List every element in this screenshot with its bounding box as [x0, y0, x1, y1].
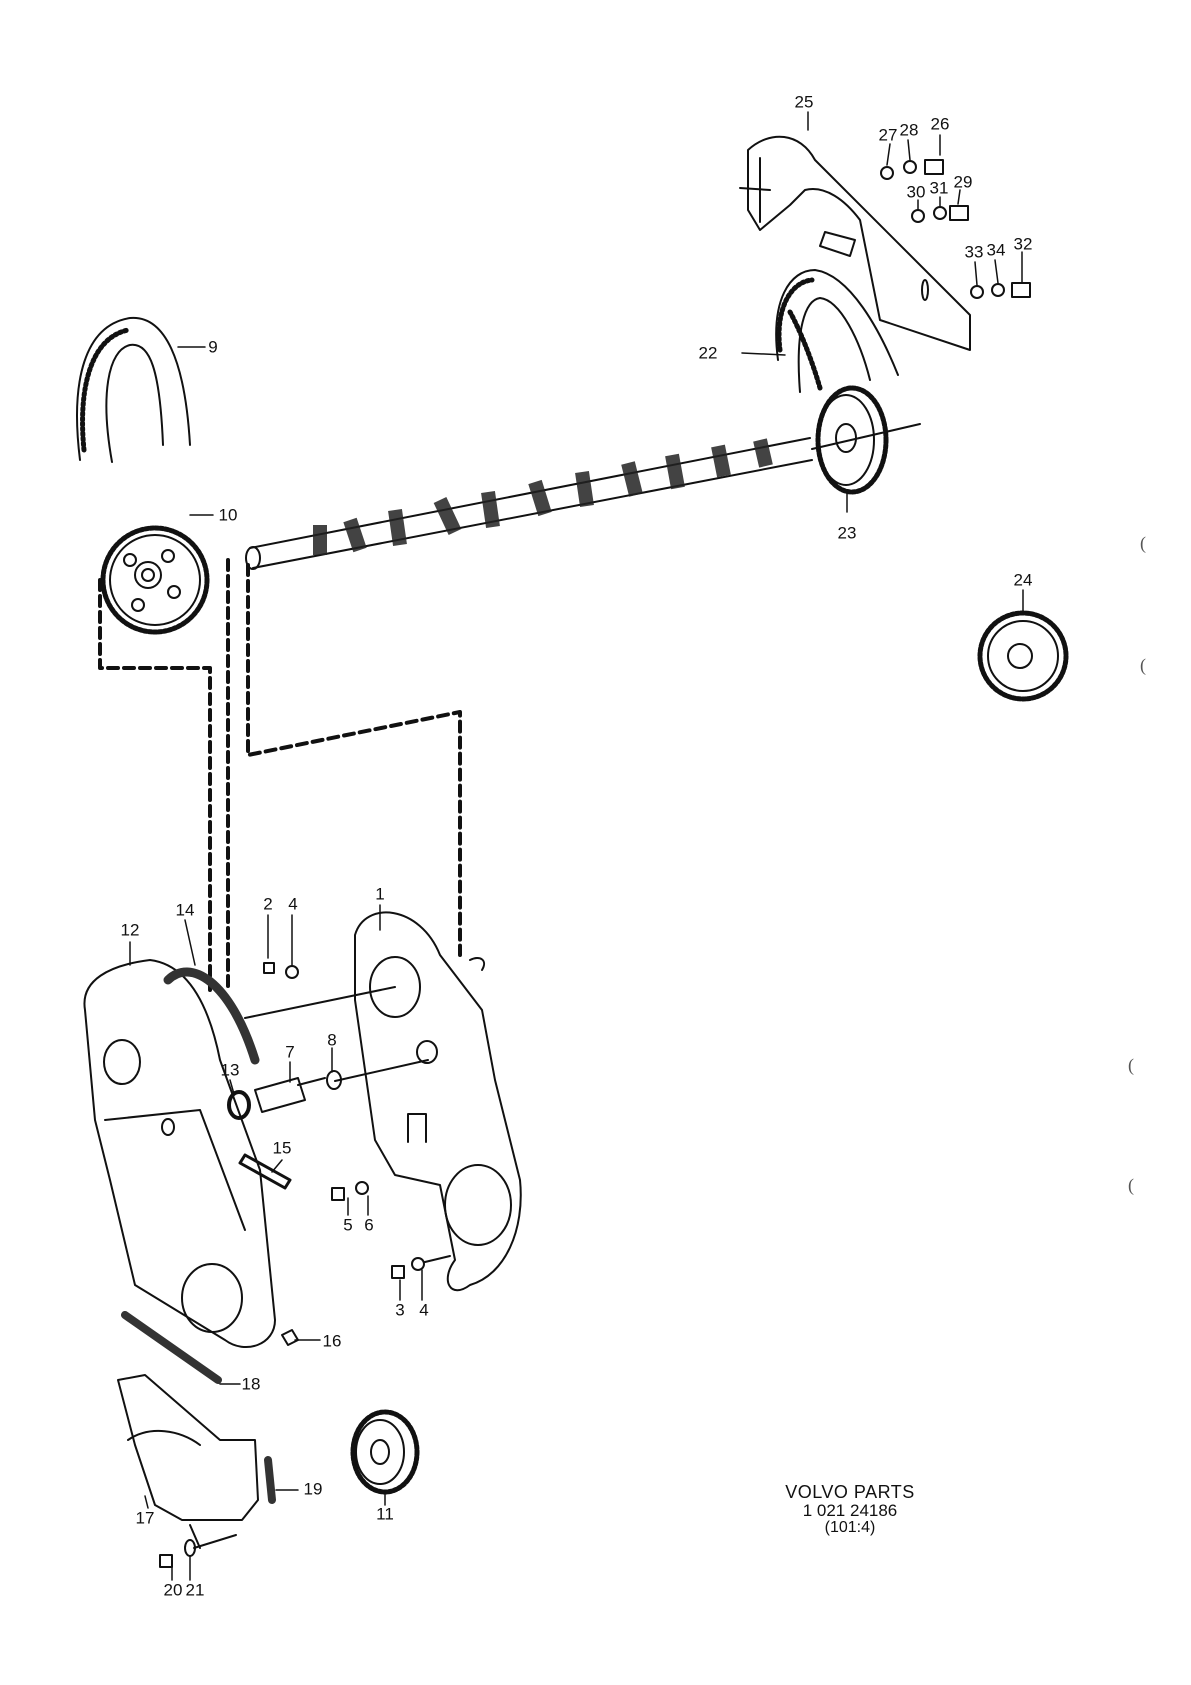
seal-strip-18	[121, 1311, 222, 1384]
margin-mark: (	[1128, 1175, 1134, 1195]
assembly-guide-lines	[98, 558, 462, 992]
sprocket-10	[100, 525, 210, 635]
seal-strip-19	[264, 1456, 276, 1504]
callout-29: 29	[953, 172, 973, 192]
guard-fasteners	[880, 159, 1031, 299]
callout-27: 27	[878, 125, 898, 145]
leader-lines	[129, 111, 1024, 1581]
callout-31: 31	[929, 178, 949, 198]
callout-3: 3	[395, 1300, 405, 1320]
rear-timing-plate-1	[354, 911, 522, 1292]
callout-33: 33	[964, 242, 984, 262]
sprocket-24	[977, 610, 1069, 702]
callout-11: 11	[376, 1504, 394, 1524]
callout-34: 34	[986, 240, 1006, 260]
callout-6: 6	[364, 1215, 374, 1235]
callout-4-upper: 4	[288, 894, 298, 914]
callout-32: 32	[1013, 234, 1033, 254]
callout-20: 20	[163, 1580, 183, 1600]
callout-28: 28	[899, 120, 919, 140]
part-number: 1 021 24186	[802, 1501, 898, 1520]
callout-1: 1	[375, 884, 385, 904]
seal-strip-14	[163, 967, 260, 1065]
brand-label: VOLVO PARTS	[785, 1482, 915, 1502]
callout-12: 12	[120, 920, 140, 940]
callout-18: 18	[241, 1374, 261, 1394]
sprocket-23	[811, 385, 921, 495]
callout-10: 10	[218, 505, 238, 525]
margin-mark: (	[1140, 655, 1146, 675]
margin-mark: (	[1140, 533, 1146, 553]
callout-7: 7	[285, 1042, 295, 1062]
callout-19: 19	[303, 1479, 323, 1499]
callout-23: 23	[837, 523, 857, 543]
timing-belt-9	[76, 316, 191, 463]
bolt-20-washer-21	[159, 1534, 237, 1568]
lower-cover-17	[117, 1374, 259, 1549]
callout-24: 24	[1013, 570, 1033, 590]
callout-15: 15	[272, 1138, 292, 1158]
callout-30: 30	[906, 182, 926, 202]
callout-17: 17	[135, 1508, 155, 1528]
callout-13: 13	[220, 1060, 240, 1080]
front-timing-cover-12	[83, 959, 276, 1349]
callout-4-lower: 4	[419, 1300, 429, 1320]
callout-25: 25	[794, 92, 814, 112]
callout-5: 5	[343, 1215, 353, 1235]
section-code: (101:4)	[824, 1519, 876, 1536]
callout-8: 8	[327, 1030, 337, 1050]
margin-mark: (	[1128, 1055, 1134, 1075]
crank-sprocket-11	[350, 1409, 420, 1495]
belt-guard-25	[739, 135, 971, 351]
callout-22: 22	[698, 343, 718, 363]
callout-26: 26	[930, 114, 950, 134]
callout-14: 14	[175, 900, 195, 920]
small-fasteners	[238, 962, 451, 1346]
callout-9: 9	[208, 337, 218, 357]
callout-2: 2	[263, 894, 273, 914]
callout-16: 16	[322, 1331, 342, 1351]
tensioner-stud-7	[227, 986, 429, 1120]
callout-21: 21	[185, 1580, 205, 1600]
camshaft	[245, 437, 813, 570]
timing-belt-22	[775, 269, 899, 393]
